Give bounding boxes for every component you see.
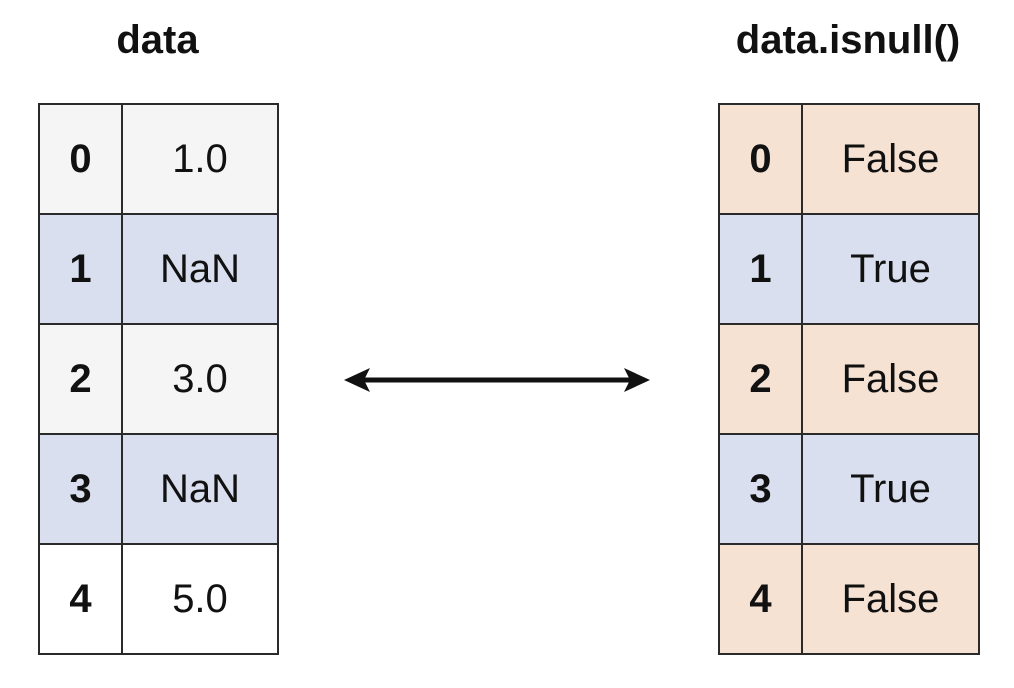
isnull-row-2: 2 False: [718, 323, 980, 435]
arrow-head-right: [624, 368, 650, 392]
bidirectional-arrow-icon: [344, 368, 650, 392]
data-row-3: 3 NaN: [38, 433, 279, 545]
isnull-value-cell: True: [801, 213, 980, 325]
isnull-row-0: 0 False: [718, 103, 980, 215]
left-table-title: data: [116, 18, 199, 62]
data-index-cell: 2: [38, 323, 123, 435]
data-index-cell: 3: [38, 433, 123, 545]
isnull-index-cell: 2: [718, 323, 803, 435]
isnull-index-cell: 1: [718, 213, 803, 325]
isnull-row-1: 1 True: [718, 213, 980, 325]
data-value-cell: NaN: [121, 213, 279, 325]
isnull-table: 0 False 1 True 2 False 3 True 4 False: [718, 103, 980, 655]
isnull-index-cell: 4: [718, 543, 803, 655]
data-value-cell: 5.0: [121, 543, 279, 655]
data-index-cell: 1: [38, 213, 123, 325]
isnull-index-cell: 3: [718, 433, 803, 545]
data-table: 0 1.0 1 NaN 2 3.0 3 NaN 4 5.0: [38, 103, 279, 655]
data-index-cell: 4: [38, 543, 123, 655]
arrow-head-left: [344, 368, 370, 392]
isnull-index-cell: 0: [718, 103, 803, 215]
data-value-cell: NaN: [121, 433, 279, 545]
data-row-4: 4 5.0: [38, 543, 279, 655]
right-table-title: data.isnull(): [735, 18, 961, 62]
data-index-cell: 0: [38, 103, 123, 215]
isnull-value-cell: True: [801, 433, 980, 545]
data-row-2: 2 3.0: [38, 323, 279, 435]
isnull-value-cell: False: [801, 103, 980, 215]
data-row-1: 1 NaN: [38, 213, 279, 325]
isnull-row-3: 3 True: [718, 433, 980, 545]
isnull-value-cell: False: [801, 323, 980, 435]
isnull-value-cell: False: [801, 543, 980, 655]
isnull-row-4: 4 False: [718, 543, 980, 655]
data-value-cell: 3.0: [121, 323, 279, 435]
data-row-0: 0 1.0: [38, 103, 279, 215]
data-value-cell: 1.0: [121, 103, 279, 215]
